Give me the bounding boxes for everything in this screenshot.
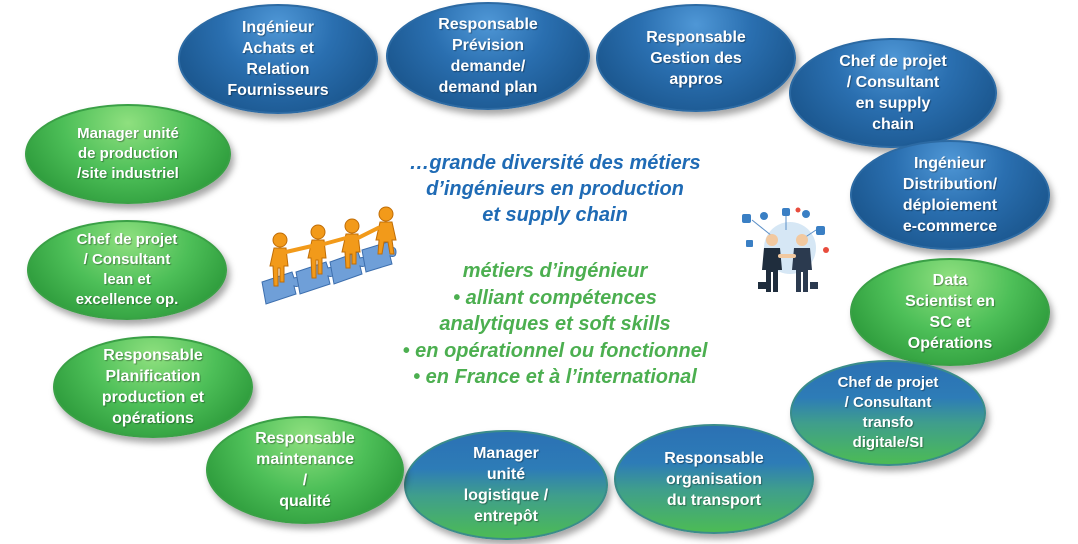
node-label: Chef de projet / Consultant lean et exce… [75, 231, 179, 308]
node-label: Responsable Planification production et … [101, 347, 205, 427]
node-label: Manager unité de production /site indust… [77, 125, 179, 182]
node-label: Responsable organisation du transport [664, 449, 764, 509]
center-bullets: métiers d’ingénieur • alliant compétence… [340, 258, 770, 391]
node-label: Ingénieur Distribution/ déploiement e-co… [902, 155, 998, 235]
node-label: Ingénieur Achats et Relation Fournisseur… [227, 19, 329, 99]
node-manager-production: Manager unité de production /site indust… [25, 104, 231, 204]
node-responsable-maintenance: Responsable maintenance / qualité [206, 416, 404, 524]
bullet-item: • en France et à l’international [413, 366, 697, 388]
node-label: Responsable Prévision demande/ demand pl… [438, 16, 538, 96]
node-chef-projet-supply-chain: Chef de projet / Consultant en supply ch… [789, 38, 997, 148]
center-intro: métiers d’ingénieur [462, 260, 648, 282]
node-label: Data Scientist en SC et Opérations [905, 272, 995, 352]
node-label: Responsable maintenance / qualité [255, 430, 355, 510]
business-handshake-icon [742, 207, 829, 292]
node-label: Manager unité logistique / entrepôt [463, 445, 549, 525]
node-responsable-appros: Responsable Gestion des appros [596, 4, 796, 112]
node-responsable-prevision: Responsable Prévision demande/ demand pl… [386, 2, 590, 110]
node-data-scientist: Data Scientist en SC et Opérations [850, 258, 1050, 366]
center-headline: …grande diversité des métiers d’ingénieu… [409, 152, 701, 226]
teamwork-puzzle-figures-icon [261, 206, 397, 305]
node-label: Chef de projet / Consultant en supply ch… [839, 53, 947, 133]
node-responsable-transport: Responsable organisation du transport [614, 424, 814, 534]
bullet-item: • alliant compétences analytiques et sof… [439, 286, 671, 336]
node-label: Chef de projet / Consultant transfo digi… [837, 374, 939, 451]
bullet-item: • en opérationnel ou fonctionnel [402, 339, 708, 362]
node-responsable-planification: Responsable Planification production et … [53, 336, 253, 438]
node-ingenieur-achats: Ingénieur Achats et Relation Fournisseur… [178, 4, 378, 114]
node-manager-logistique: Manager unité logistique / entrepôt [404, 430, 608, 540]
node-ingenieur-distribution: Ingénieur Distribution/ déploiement e-co… [850, 140, 1050, 250]
node-label: Responsable Gestion des appros [646, 28, 746, 88]
node-chef-projet-lean: Chef de projet / Consultant lean et exce… [27, 220, 227, 320]
node-chef-projet-transfo-digitale: Chef de projet / Consultant transfo digi… [790, 360, 986, 466]
